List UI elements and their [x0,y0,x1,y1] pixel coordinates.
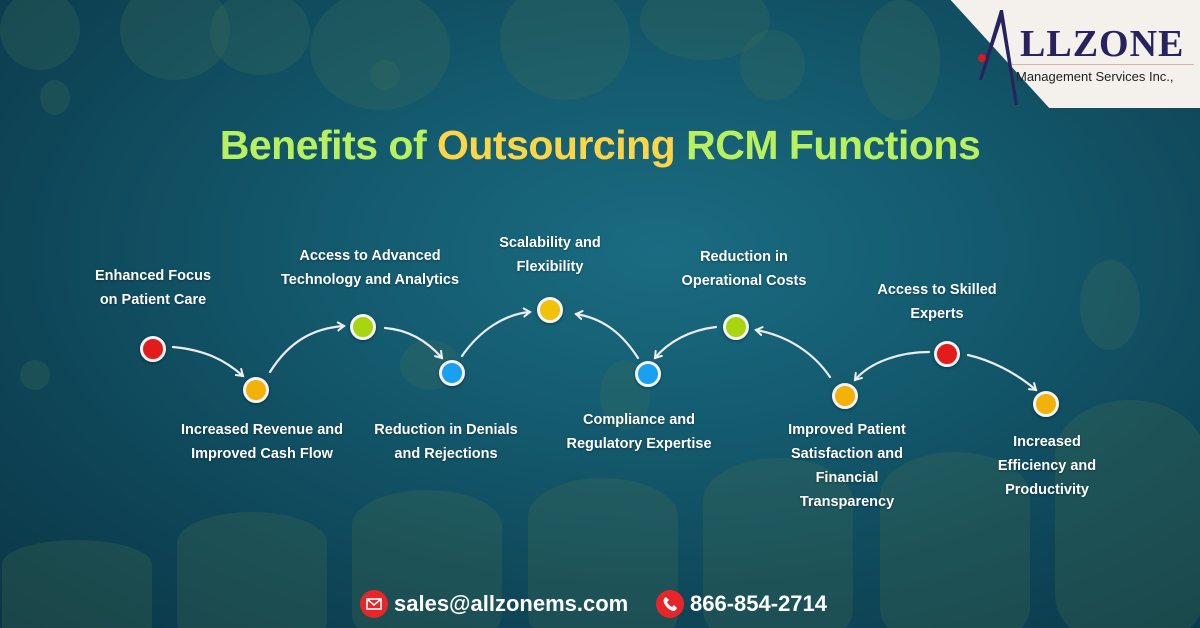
step-label-4: Reduction in Denials and Rejections [374,422,518,462]
arrow [966,353,1038,392]
arrow [653,325,718,360]
arrow [460,307,532,358]
coin-stack [1055,400,1200,628]
arrow [171,345,245,378]
bg-blob [370,60,400,90]
arrow [268,321,346,374]
step-label-10: Increased Efficiency and Productivity [997,434,1097,498]
bg-blob [210,0,310,75]
step-node-1 [140,336,166,362]
coin-stack [880,452,1030,628]
step-node-9 [934,341,960,367]
logo-a-icon [978,10,1018,105]
bg-blob [20,360,50,390]
step-label-5: Scalability and Flexibility [499,235,601,275]
logo-wordmark: LLZONE [1020,23,1185,65]
coin-stack [2,540,152,628]
arrow [383,326,444,360]
arrow [853,350,931,382]
bg-blob [40,80,70,115]
coin-stack [528,478,678,628]
step-label-2: Increased Revenue and Improved Cash Flow [181,422,343,462]
bg-blob [1080,260,1140,350]
step-node-2 [243,377,269,403]
step-label-8: Improved Patient Satisfaction and Financ… [788,422,906,510]
step-label-1: Enhanced Focus on Patient Care [94,268,212,308]
title-part-1: Benefits of [219,122,437,168]
step-label-3: Access to Advanced Technology and Analyt… [280,248,460,288]
coin-stack [703,458,853,628]
step-node-10 [1033,391,1059,417]
arrow [754,326,832,379]
bg-blob [310,0,450,110]
step-label-7: Reduction in Operational Costs [681,249,807,289]
page-title: Benefits of Outsourcing RCM Functions [0,122,1200,169]
bg-blob [500,0,630,100]
phone-text[interactable]: 866-854-2714 [690,591,828,616]
bg-blob [0,0,80,70]
title-part-2: Outsourcing [437,122,676,168]
logo-divider [1012,64,1194,65]
contact-email[interactable]: sales@allzonems.com [360,589,628,619]
logo-subtitle: Management Services Inc., [1016,69,1174,84]
step-node-6 [635,361,661,387]
bg-blob [120,0,230,80]
step-label-9: Access to Skilled Experts [877,282,997,322]
email-text[interactable]: sales@allzonems.com [394,591,629,616]
step-node-5 [537,297,563,323]
coin-stack [177,512,327,628]
bg-blob [740,30,805,100]
contact-phone[interactable]: 866-854-2714 [656,589,827,619]
step-node-3 [350,314,376,340]
step-label-6: Compliance and Regulatory Expertise [566,412,712,452]
bg-blob [860,0,940,120]
title-part-3: RCM Functions [675,122,981,168]
phone-icon [656,590,684,618]
step-node-8 [832,383,858,409]
arrow [574,310,640,360]
step-node-4 [439,360,465,386]
envelope-icon [360,590,388,618]
step-node-7 [723,314,749,340]
